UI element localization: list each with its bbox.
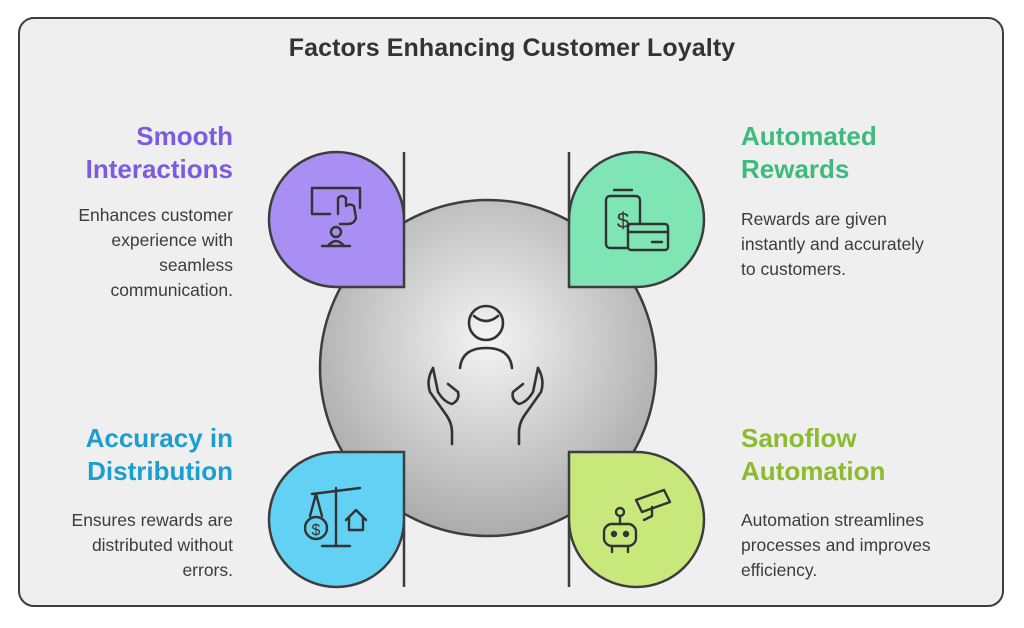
accuracy-description: Ensures rewards are distributed without … [71, 510, 233, 580]
smooth-interactions-petal [267, 150, 406, 289]
accuracy-heading: Accuracy in Distribution [85, 423, 233, 486]
sanoflow-petal [567, 450, 706, 589]
sanoflow-description: Automation streamlines processes and imp… [741, 510, 931, 580]
svg-text:$: $ [312, 522, 321, 539]
touch-screen-icon [310, 186, 362, 248]
scale-balance-icon: $ [303, 486, 368, 548]
hands-holding-person-icon [427, 304, 544, 446]
payment-icon: $ [604, 188, 670, 252]
svg-text:$: $ [617, 208, 629, 233]
smooth-interactions-heading: Smooth Interactions [85, 121, 233, 184]
automated-rewards-heading: Automated Rewards [741, 121, 877, 184]
sanoflow-heading: Sanoflow Automation [741, 423, 886, 486]
smooth-interactions-description: Enhances customer experience with seamle… [78, 205, 233, 300]
diagram-title: Factors Enhancing Customer Loyalty [288, 34, 736, 62]
automated-rewards-petal [567, 150, 706, 289]
automated-rewards-description: Rewards are given instantly and accurate… [741, 209, 924, 279]
robot-camera-icon [602, 488, 672, 554]
